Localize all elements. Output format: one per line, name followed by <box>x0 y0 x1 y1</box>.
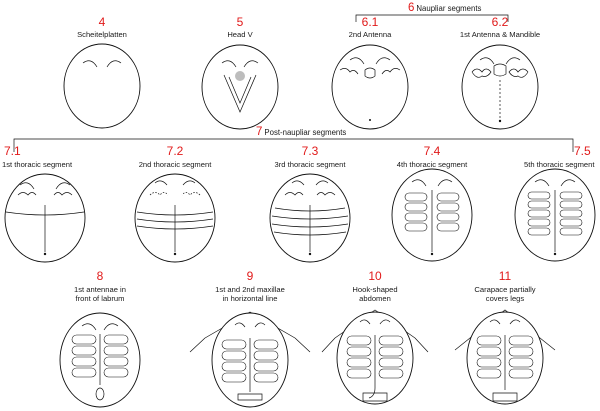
stage-number-9: 9 <box>246 269 254 283</box>
embryo-stage-11 <box>454 309 556 405</box>
stage-label-7-5: 5th thoracic segment <box>524 160 595 169</box>
embryo-stage-7-1 <box>4 173 86 263</box>
stage-label-7-1: 1st thoracic segment <box>2 160 73 169</box>
stage-label-7-4: 4th thoracic segment <box>396 160 468 169</box>
embryo-stage-8 <box>59 312 141 408</box>
stage-number-7-4: 7.4 <box>423 144 441 158</box>
naupliar-group-number: 6 <box>408 2 415 14</box>
embryo-stage-9 <box>189 311 311 408</box>
embryo-stage-10 <box>321 309 429 405</box>
post-naupliar-group-number: 7 <box>256 126 263 138</box>
stage-label-7-3: 3rd thoracic segment <box>274 160 346 169</box>
stage-number-6-2: 6.2 <box>491 15 509 29</box>
stage-label-10-line-2: abdomen <box>359 294 391 303</box>
stage-number-6-1: 6.1 <box>361 15 379 29</box>
naupliar-group-text: Naupliar segments <box>416 4 482 13</box>
stage-number-11: 11 <box>498 269 512 283</box>
stage-number-8: 8 <box>96 269 104 283</box>
stage-label-8-line-1: 1st antennae in <box>74 285 126 294</box>
stage-label-7-2: 2nd thoracic segment <box>138 160 212 169</box>
post-naupliar-bracket <box>13 138 574 152</box>
stage-label-11-line-1: Carapace partially <box>474 285 536 294</box>
stage-number-7-5: 7.5 <box>574 144 591 158</box>
embryo-stage-7-4 <box>391 168 473 262</box>
stage-label-5: Head V <box>227 30 253 39</box>
embryo-stage-7-3 <box>269 173 351 263</box>
post-naupliar-group-text: Post-naupliar segments <box>264 128 347 137</box>
stage-number-7-1: 7.1 <box>4 144 21 158</box>
embryo-stage-7-5 <box>514 168 596 262</box>
stage-label-4: Scheitelplatten <box>77 30 127 39</box>
stage-label-6-1: 2nd Antenna <box>348 30 392 39</box>
stage-label-9-line-2: in horizontal line <box>222 294 278 303</box>
stage-label-8-line-2: front of labrum <box>75 294 125 303</box>
naupliar-bracket <box>355 14 509 22</box>
stage-label-9-line-1: 1st and 2nd maxillae <box>215 285 285 294</box>
embryo-stage-6-1 <box>331 44 409 130</box>
stage-number-4: 4 <box>98 15 106 29</box>
stage-label-11-line-2: covers legs <box>485 294 525 303</box>
stage-label-10-line-1: Hook-shaped <box>352 285 398 294</box>
embryo-stage-4 <box>63 43 141 129</box>
stage-number-7-2: 7.2 <box>166 144 184 158</box>
embryo-stage-6-2 <box>461 44 539 130</box>
stage-number-5: 5 <box>236 15 244 29</box>
embryo-stage-5 <box>201 44 279 130</box>
embryo-stage-7-2 <box>134 173 216 263</box>
stage-number-10: 10 <box>368 269 382 283</box>
stage-number-7-3: 7.3 <box>301 144 319 158</box>
stage-label-6-2: 1st Antenna & Mandible <box>459 30 541 39</box>
